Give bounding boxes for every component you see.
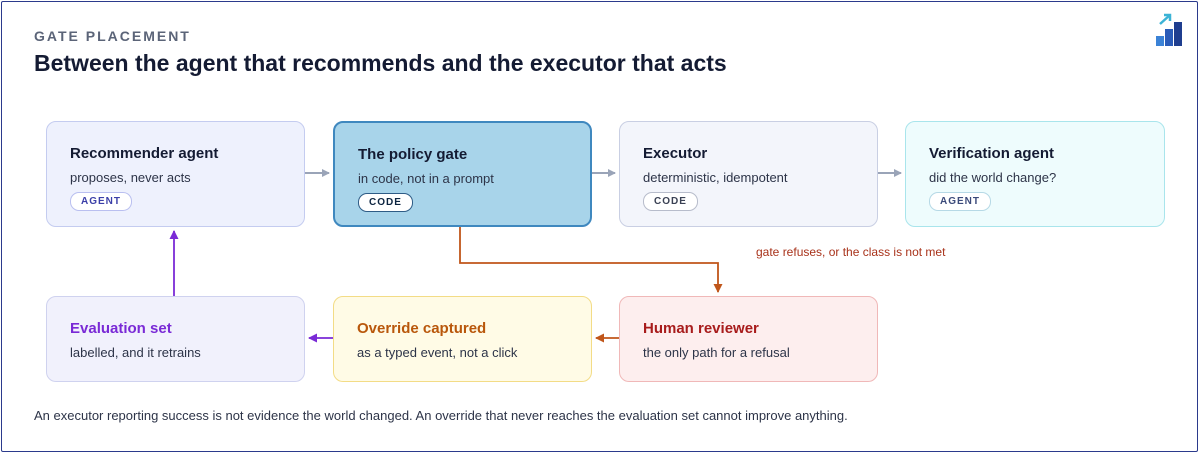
eyebrow-label: GATE PLACEMENT — [34, 28, 191, 44]
node-title: The policy gate — [358, 146, 468, 163]
executor-node: Executor deterministic, idempotent CODE — [619, 121, 878, 227]
node-description: in code, not in a prompt — [358, 171, 494, 186]
diagram-title: Between the agent that recommends and th… — [34, 50, 727, 76]
node-title: Recommender agent — [70, 145, 219, 162]
human-reviewer-node: Human reviewer the only path for a refus… — [619, 296, 878, 382]
refusal-edge-label: gate refuses, or the class is not met — [756, 245, 946, 259]
policy-gate-node: The policy gate in code, not in a prompt… — [333, 121, 592, 227]
footer-note: An executor reporting success is not evi… — [34, 408, 848, 423]
recommender-agent-node: Recommender agent proposes, never acts A… — [46, 121, 305, 227]
node-description: the only path for a refusal — [643, 345, 790, 360]
verification-agent-node: Verification agent did the world change?… — [905, 121, 1165, 227]
node-title: Human reviewer — [643, 320, 759, 337]
node-title: Verification agent — [929, 145, 1055, 162]
rising-stairs-logo-icon — [1156, 13, 1182, 46]
node-type-badge: AGENT — [929, 192, 991, 211]
node-description: did the world change? — [929, 170, 1057, 185]
node-description: labelled, and it retrains — [70, 345, 201, 360]
arrow-gate-to-human-reviewer — [459, 227, 723, 293]
node-description: as a typed event, not a click — [357, 345, 518, 360]
node-description: proposes, never acts — [70, 170, 191, 185]
evaluation-set-node: Evaluation set labelled, and it retrains — [46, 296, 305, 382]
node-type-badge: CODE — [358, 193, 413, 212]
node-title: Override captured — [357, 320, 487, 337]
node-description: deterministic, idempotent — [643, 170, 788, 185]
node-type-badge: CODE — [643, 192, 698, 211]
override-captured-node: Override captured as a typed event, not … — [333, 296, 592, 382]
node-title: Executor — [643, 145, 708, 162]
node-title: Evaluation set — [70, 320, 172, 337]
node-type-badge: AGENT — [70, 192, 132, 211]
